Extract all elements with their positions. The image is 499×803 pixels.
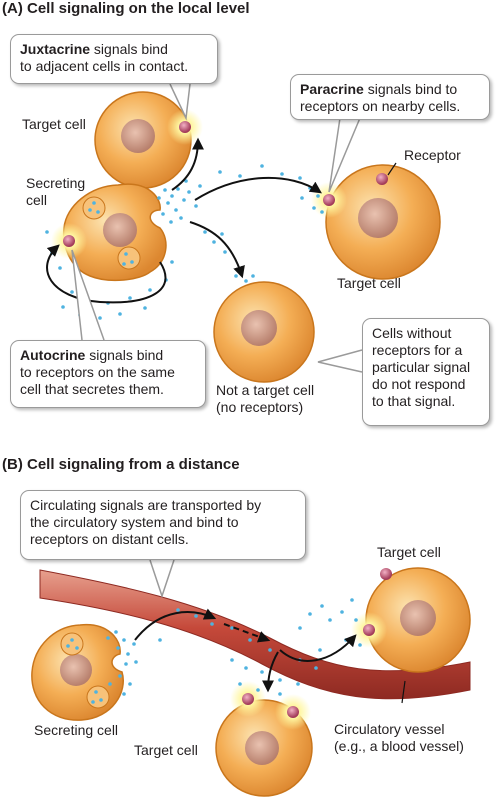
juxtacrine-arrow — [171, 137, 204, 191]
target-cell-left-label: Target cell — [22, 116, 86, 132]
receptor-icon — [376, 173, 388, 185]
no-receptor-line3: particular signal — [372, 359, 471, 375]
paracrine-text-line2: receptors on nearby cells. — [300, 98, 461, 114]
signal-molecules-b — [66, 598, 362, 704]
secreting-cell-label-line1: Secreting — [26, 175, 86, 191]
non-target-cell — [213, 281, 315, 383]
no-receptor-line2: receptors for a — [372, 342, 463, 358]
autocrine-callout: Autocrine signals bind to receptors on t… — [10, 340, 206, 408]
target-cell-b-top-label: Target cell — [377, 544, 441, 560]
secreting-cell-b — [31, 623, 124, 721]
receptor-label: Receptor — [404, 147, 461, 163]
receptor-icon — [179, 121, 191, 133]
paracrine-text: signals bind to — [363, 81, 458, 97]
juxtacrine-term: Juxtacrine — [20, 41, 91, 57]
secreting-cell — [62, 183, 167, 282]
no-receptor-line5: to that signal. — [372, 393, 456, 409]
autocrine-text-line2: to receptors on the same — [20, 364, 175, 380]
paracrine-arrow — [194, 176, 322, 201]
autocrine-arrow — [46, 244, 167, 304]
non-target-arrow — [189, 221, 245, 279]
vessel-arrow-3 — [279, 634, 357, 662]
target-cell-right — [325, 164, 441, 280]
vessel-leader-line — [401, 680, 406, 704]
callout-pointers-a — [71, 83, 363, 373]
secreting-cell-b-label: Secreting cell — [34, 722, 119, 738]
vessel-arrow-1 — [134, 608, 217, 641]
juxtacrine-callout: Juxtacrine signals bind to adjacent cell… — [10, 34, 218, 84]
vessel-arrow-2 — [223, 623, 271, 643]
signal-arrows-a — [46, 137, 322, 304]
panel-b-title: (B) Cell signaling from a distance — [2, 456, 240, 473]
vessel-arrow-4 — [262, 651, 279, 693]
no-receptor-line4: do not respond — [372, 376, 466, 392]
circulating-line2: the circulatory system and bind to — [30, 514, 239, 530]
circulating-signals-callout: Circulating signals are transported by t… — [20, 490, 306, 560]
receptor-icon — [323, 194, 335, 206]
not-target-cell-label-line2: (no receptors) — [216, 399, 304, 415]
circulating-line3: receptors on distant cells. — [30, 531, 189, 547]
no-receptor-callout: Cells without receptors for a particular… — [362, 318, 490, 426]
autocrine-text: signals bind — [85, 347, 164, 363]
target-cell-right-label: Target cell — [337, 275, 401, 291]
secreting-cell-label-line2: cell — [26, 192, 48, 208]
not-target-cell-label-line1: Not a target cell — [216, 382, 315, 398]
autocrine-text-line3: cell that secretes them. — [20, 381, 164, 397]
vessel-label-line1: Circulatory vessel — [334, 721, 445, 737]
juxtacrine-text-line2: to adjacent cells in contact. — [20, 58, 189, 74]
receptor-icon — [363, 624, 375, 636]
callout-pointers-b — [149, 559, 175, 599]
receptor-icon — [287, 706, 299, 718]
receptor-icon — [242, 693, 254, 705]
paracrine-callout: Paracrine signals bind to receptors on n… — [290, 74, 490, 120]
panel-a-title: (A) Cell signaling on the local level — [2, 0, 250, 17]
circulating-line1: Circulating signals are transported by — [30, 497, 262, 513]
receptor-icon — [380, 568, 392, 580]
signal-arrows-b — [134, 608, 357, 693]
receptor-leader-line — [387, 162, 397, 176]
no-receptor-line1: Cells without — [372, 325, 452, 341]
autocrine-term: Autocrine — [20, 347, 86, 363]
target-cell-b-top — [365, 567, 471, 673]
juxtacrine-text: signals bind — [90, 41, 168, 57]
receptor-icon — [63, 235, 75, 247]
paracrine-term: Paracrine — [300, 81, 364, 97]
target-cell-b-bottom-label: Target cell — [134, 742, 198, 758]
vessel-label-line2: (e.g., a blood vessel) — [334, 738, 464, 754]
